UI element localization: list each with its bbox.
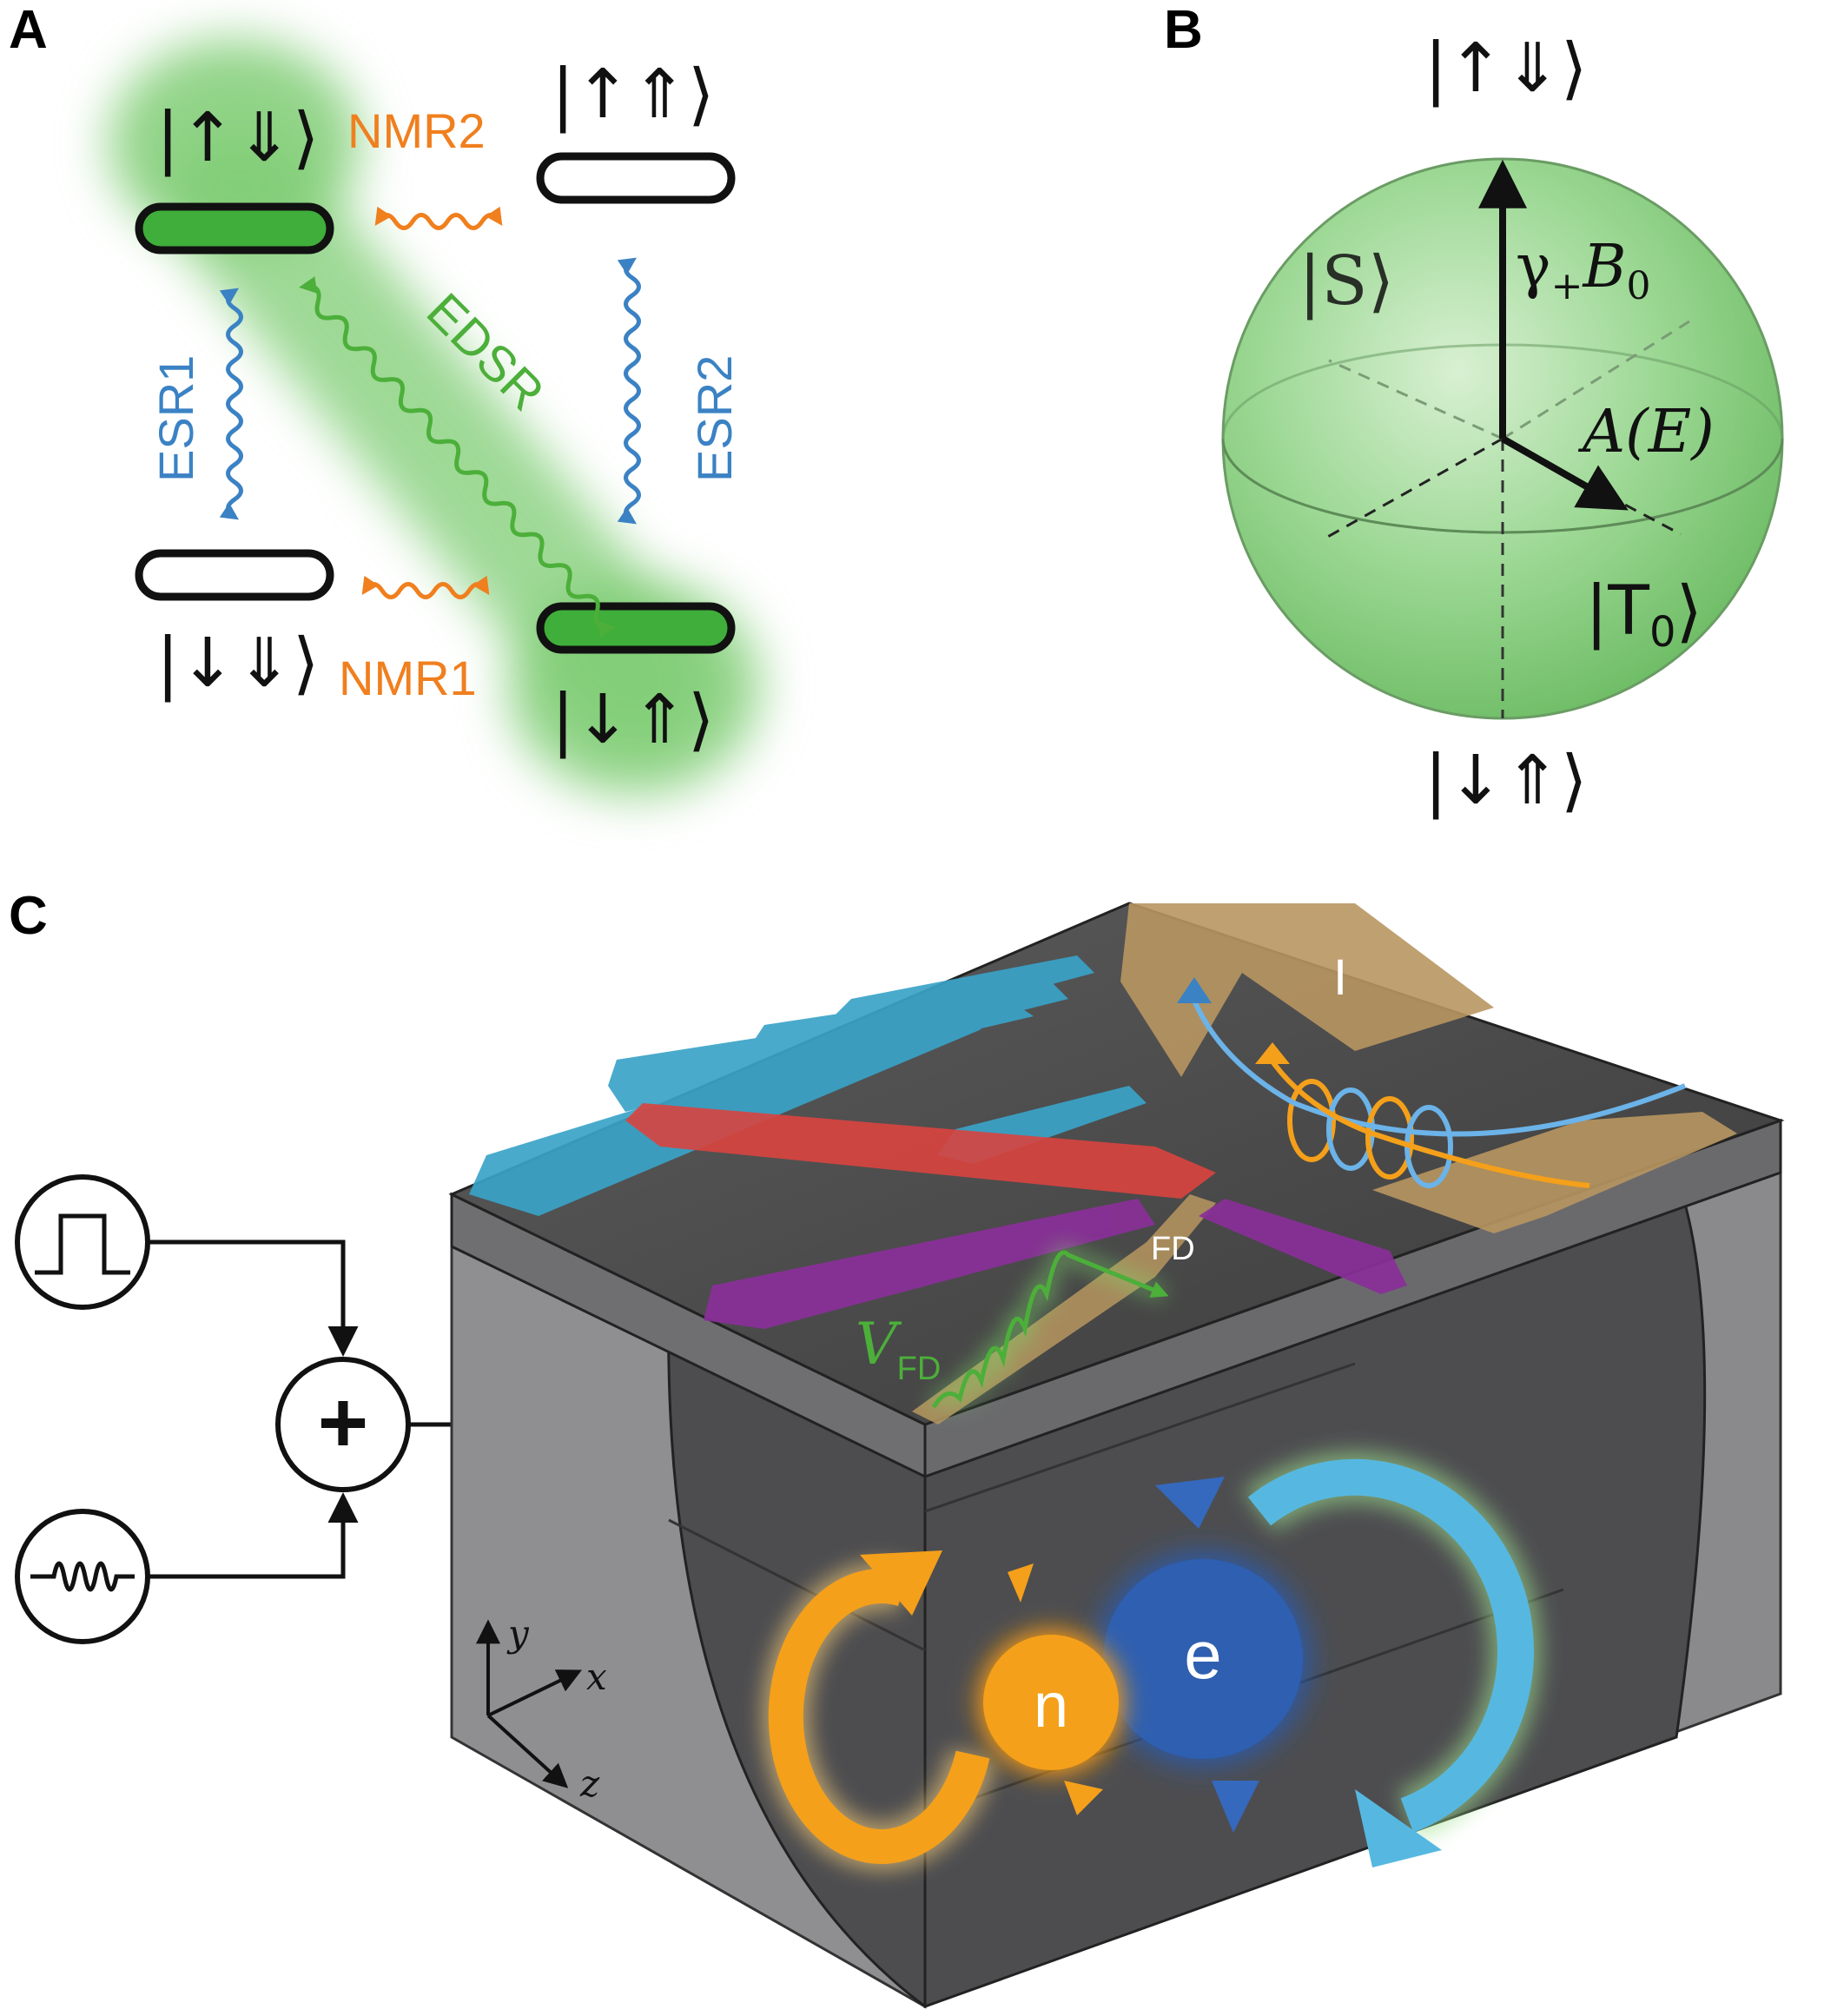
label-electron: e bbox=[1184, 1616, 1221, 1693]
nucleus-spin-down bbox=[1064, 1781, 1103, 1815]
orange-rotation bbox=[768, 1569, 990, 1865]
pulse-icon bbox=[35, 1213, 130, 1275]
ket-up-up: |↑⇑⟩ bbox=[552, 56, 714, 134]
vfd-wave bbox=[931, 1250, 1169, 1409]
wire-rf bbox=[148, 1492, 359, 1579]
nmr2-wave bbox=[374, 206, 503, 230]
ket-s: |S⟩ bbox=[1299, 242, 1394, 321]
axis-label-z: z bbox=[579, 1762, 600, 1805]
esr2-wave bbox=[617, 257, 641, 525]
label-a-e: A(E) bbox=[1577, 398, 1715, 466]
red-gate bbox=[625, 1103, 1216, 1199]
summer-plus: + bbox=[318, 1374, 368, 1471]
current-loops bbox=[1187, 988, 1687, 1188]
electron-spin-down bbox=[1212, 1781, 1259, 1833]
panel-c-letter: C bbox=[9, 886, 48, 946]
cut-edge-4 bbox=[668, 1518, 926, 1652]
panel-b-letter: B bbox=[1164, 0, 1203, 60]
label-esr1: ESR1 bbox=[149, 355, 203, 482]
gold-lead-top bbox=[1120, 903, 1494, 1077]
gold-lead-right bbox=[1372, 1112, 1737, 1233]
cut-edge-2 bbox=[924, 1362, 1356, 1513]
current-arrow-blue bbox=[1177, 977, 1212, 1003]
axes-glyph bbox=[476, 1619, 583, 1788]
state-bar-up-up bbox=[536, 152, 736, 204]
state-bar-up-down bbox=[135, 202, 334, 254]
nucleus bbox=[983, 1635, 1119, 1770]
panel-a-letter: A bbox=[9, 0, 48, 60]
pulse-source bbox=[15, 1174, 150, 1310]
label-field: γ+B0 bbox=[1516, 233, 1651, 308]
ket-up-down: |↑⇓⟩ bbox=[156, 99, 319, 177]
a-e-arrow bbox=[1501, 435, 1629, 511]
panel-c: C + bbox=[9, 886, 1785, 2009]
label-esr2: ESR2 bbox=[687, 355, 742, 482]
ket-down-up: |↓⇑⟩ bbox=[552, 681, 714, 759]
nucleus-spin-up bbox=[1008, 1563, 1034, 1603]
state-bar-down-up bbox=[536, 602, 736, 654]
axis-dash-2 bbox=[1328, 359, 1503, 440]
label-vfd: VFD bbox=[856, 1311, 941, 1387]
blue-green-rotation-head bbox=[1355, 1789, 1442, 1867]
electron-spin-up bbox=[1155, 1477, 1225, 1529]
label-i: I bbox=[1333, 949, 1347, 1006]
axis-dash-5 bbox=[1606, 493, 1682, 536]
orange-rotation-head bbox=[860, 1550, 942, 1616]
axis-dash-1 bbox=[1502, 320, 1690, 440]
ket-t0: |T0⟩ bbox=[1585, 572, 1702, 657]
panel-b: B |↑⇓⟩ |↓⇑⟩ |S⟩ γ+B0 A(E) |T0⟩ bbox=[1164, 0, 1784, 820]
edsr-wave bbox=[299, 276, 617, 638]
axis-label-y: y bbox=[506, 1612, 530, 1655]
electron bbox=[1103, 1559, 1303, 1759]
axis-label-x: x bbox=[586, 1656, 607, 1698]
current-arrow-orange bbox=[1255, 1042, 1290, 1064]
label-nmr1: NMR1 bbox=[339, 651, 477, 705]
wire-pulse bbox=[148, 1239, 359, 1357]
state-bar-down-down bbox=[135, 549, 334, 601]
blue-green-rotation bbox=[1247, 1458, 1534, 1833]
rf-icon bbox=[30, 1561, 135, 1592]
label-nmr2: NMR2 bbox=[347, 103, 486, 158]
ket-down-down: |↓⇓⟩ bbox=[156, 625, 319, 703]
label-fd: FD bbox=[1151, 1231, 1195, 1267]
edsr-wave-group bbox=[299, 276, 617, 638]
axis-dash-3 bbox=[1324, 437, 1503, 540]
panel-a: A |↑⇓⟩ |↑⇑⟩ |↓⇓⟩ |↓⇑⟩ NMR2 NMR1 ESR1 ESR… bbox=[9, 0, 760, 795]
label-nucleus: n bbox=[1034, 1671, 1068, 1741]
esr1-wave bbox=[219, 288, 243, 520]
purple-gates bbox=[704, 1199, 1407, 1329]
ket-bottom: |↓⇑⟩ bbox=[1424, 742, 1587, 820]
ket-top: |↑⇓⟩ bbox=[1424, 30, 1587, 108]
